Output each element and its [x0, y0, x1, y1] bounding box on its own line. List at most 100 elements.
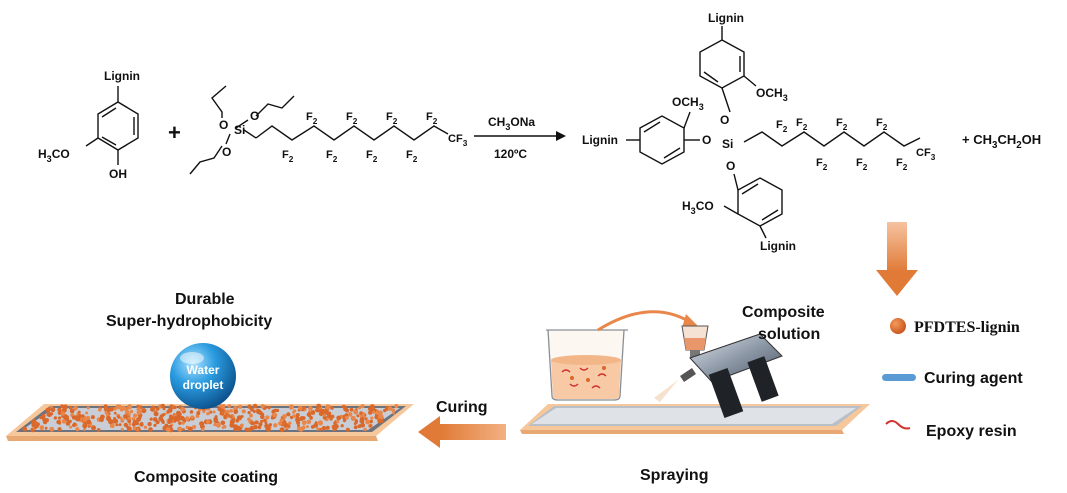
coating-particle — [96, 428, 101, 432]
coating-particle — [394, 404, 399, 409]
f2-label: F2 — [306, 111, 318, 126]
coating-particle — [342, 418, 347, 423]
coating-particle — [100, 414, 105, 420]
coating-particle — [148, 427, 153, 432]
coating-particle — [129, 409, 134, 414]
coating-particle — [392, 411, 395, 415]
coating-particle — [199, 421, 205, 427]
coating-particle — [72, 422, 77, 426]
coating-particles — [22, 403, 399, 433]
coating-particle — [182, 428, 185, 431]
coating-particle — [356, 414, 360, 418]
o-label: O — [219, 118, 228, 132]
spraying-label: Spraying — [640, 467, 708, 484]
reactant-pfdtes: O O O Si F2 F2 F2 F2 F2 F2 F2 F2 CF3 — [189, 85, 468, 175]
coating-particle — [265, 415, 270, 420]
coating-particle — [296, 426, 301, 431]
coating-particle — [297, 424, 300, 428]
reagent-label: CH3ONa — [488, 115, 535, 132]
coating-particle — [286, 412, 291, 417]
coating-particle — [196, 411, 201, 416]
down-arrow — [876, 222, 918, 296]
coating-particle — [113, 407, 117, 411]
coating-particle — [188, 426, 193, 432]
coating-particle — [39, 416, 43, 420]
coating-particle — [46, 408, 49, 412]
coating-particle — [319, 427, 322, 431]
coating-particle — [185, 416, 190, 421]
water-droplet: Water droplet — [170, 343, 236, 409]
f2-label: F2 — [366, 149, 378, 164]
coating-particle — [113, 411, 117, 415]
si-label: Si — [234, 123, 245, 137]
coating-particle — [278, 421, 283, 426]
f2-label: F2 — [836, 117, 848, 132]
coating-particle — [60, 411, 66, 416]
coating-particle — [109, 423, 115, 429]
coating-particle — [202, 410, 206, 414]
coating-particle — [306, 419, 312, 425]
coating-particle — [316, 427, 320, 431]
coating-particle — [58, 416, 62, 420]
coating-particle — [361, 418, 365, 422]
coating-particle — [131, 417, 136, 421]
coating-particle — [370, 416, 374, 420]
f2-label: F2 — [776, 119, 788, 134]
super-hydrophobicity-label: Super-hydrophobicity — [106, 313, 272, 330]
coating-particle — [279, 418, 284, 423]
coating-particle — [380, 419, 384, 424]
coating-particle — [61, 419, 66, 424]
coating-particle — [301, 420, 307, 426]
si-label: Si — [722, 137, 733, 151]
composite-coating-label: Composite coating — [134, 469, 278, 486]
coating-particle — [83, 427, 87, 431]
coating-particle — [297, 405, 303, 411]
coating-particle — [369, 419, 374, 424]
coating-particle — [326, 413, 332, 419]
coating-particle — [112, 418, 117, 424]
coating-particle — [120, 427, 124, 431]
coating-particle — [244, 427, 249, 432]
f2-label: F2 — [876, 117, 888, 132]
coating-particle — [63, 404, 68, 410]
coating-particle — [68, 405, 73, 410]
pour-arrow — [597, 310, 691, 332]
coating-particle — [323, 413, 327, 417]
coating-particle — [197, 408, 202, 412]
coating-particle — [213, 418, 219, 424]
coating-particle — [85, 411, 89, 415]
coating-particle — [247, 417, 251, 422]
coating-particle — [75, 427, 80, 432]
curing-label: Curing — [436, 399, 488, 416]
coating-particle — [178, 421, 182, 425]
spray-gun — [654, 325, 783, 419]
coating-particle — [296, 413, 300, 417]
coated-substrate — [6, 403, 414, 441]
coating-particle — [86, 406, 90, 410]
coating-particle — [292, 410, 296, 414]
coating-particle — [379, 410, 383, 415]
coating-particle — [106, 407, 112, 413]
coating-particle — [116, 404, 120, 409]
coating-particle — [164, 423, 169, 428]
coating-particle — [305, 425, 309, 429]
coating-particle — [360, 404, 365, 409]
coating-particle — [369, 424, 372, 428]
coating-particle — [127, 404, 133, 410]
coating-particle — [206, 412, 210, 416]
coating-particle — [42, 419, 48, 425]
coating-particle — [282, 414, 287, 419]
coating-particle — [195, 414, 200, 418]
coating-particle — [266, 427, 271, 432]
coating-particle — [362, 412, 366, 416]
f2-label: F2 — [406, 149, 418, 164]
coating-particle — [160, 413, 165, 418]
coating-particle — [57, 427, 62, 432]
f2-label: F2 — [346, 111, 358, 126]
coating-particle — [252, 403, 258, 409]
coating-particle — [289, 415, 294, 420]
orange-dot-icon — [890, 318, 906, 334]
f2-label: F2 — [856, 157, 868, 172]
hydroxyl-label: OH — [109, 167, 127, 181]
